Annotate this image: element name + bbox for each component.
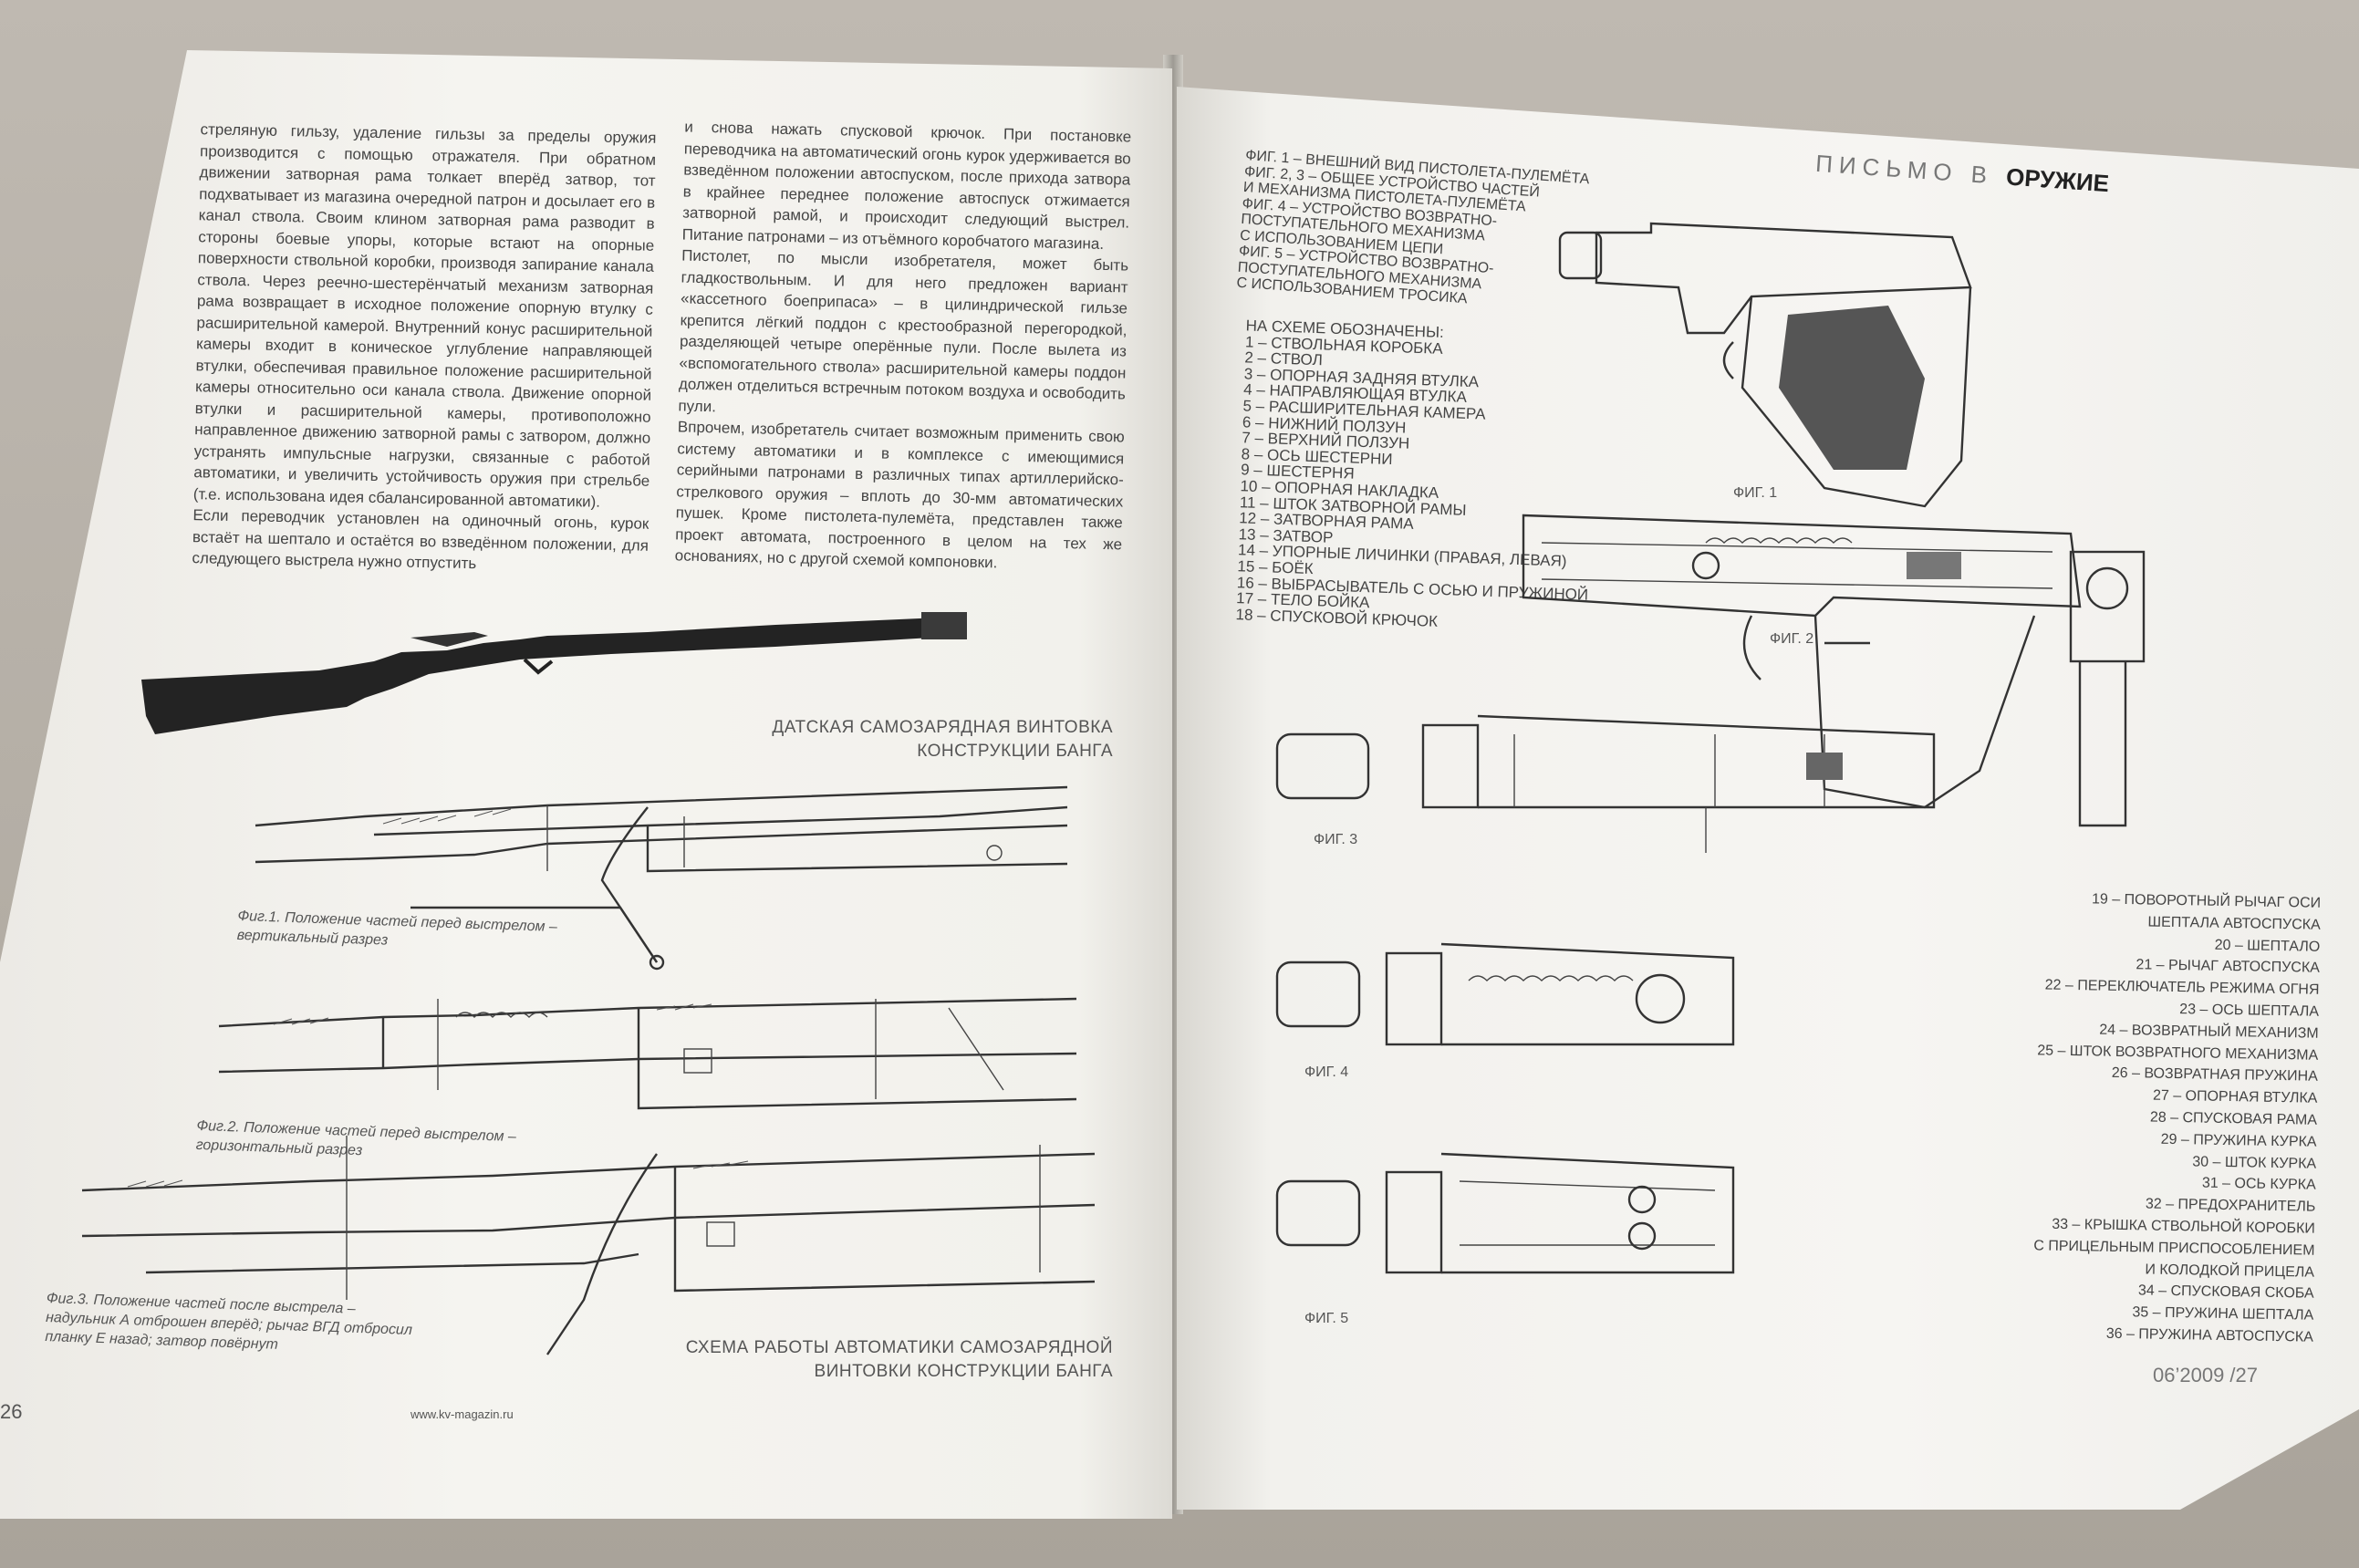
bang-fig1-drawing [255,785,1068,971]
fig5-label: ФИГ. 5 [1304,1311,1348,1326]
fig3-label: ФИГ. 3 [1314,832,1357,847]
rifle-caption: ДАТСКАЯ САМОЗАРЯДНАЯ ВИНТОВКА КОНСТРУКЦИ… [772,718,1113,761]
bang-fig2-drawing [218,997,1077,1110]
pistol-fig3-drawing: ФИГ. 3 [1275,714,1936,853]
fig1-label: ФИГ. 1 [1733,485,1777,501]
fig4-label: ФИГ. 4 [1304,1064,1348,1080]
bang-rifle-image [141,612,967,734]
left-page: стреляную гильзу, удаление гильзы за пре… [0,50,1172,1519]
right-column-text: и снова нажать спусковой крючок. При пос… [674,118,1132,572]
left-page-number: 26 [0,1400,23,1423]
pistol-fig1-drawing: ФИГ. 1 [1558,222,1972,508]
header-prefix: ПИСЬМО В [1814,149,1995,190]
section-header: ПИСЬМО В ОРУЖИЕ [1814,150,2110,198]
right-page-number: 06’2009 /27 [2153,1364,2258,1386]
bang-fig3-drawing [81,1136,1096,1355]
scheme-caption: СХЕМА РАБОТЫ АВТОМАТИКИ САМОЗАРЯДНОЙ ВИН… [685,1338,1113,1381]
brand-logo: ОРУЖИЕ [2005,162,2110,198]
fig2-label: ФИГ. 2 [1770,631,1813,647]
right-page: ПИСЬМО В ОРУЖИЕ ФИГ. 1 – ВНЕШНИЙ ВИД ПИС… [1177,87,2359,1510]
magazine-website: www.kv-magazin.ru [410,1407,514,1421]
figure-descriptions: ФИГ. 1 – ВНЕШНИЙ ВИД ПИСТОЛЕТА-ПУЛЕМЁТА … [1236,148,1590,307]
legend-right: 19 – ПОВОРОТНЫЙ РЫЧАГ ОСИ ШЕПТАЛА АВТОСП… [1921,886,2322,1348]
pistol-fig5-drawing: ФИГ. 5 [1275,1152,1735,1326]
pistol-fig4-drawing: ФИГ. 4 [1275,942,1735,1080]
left-column-text: стреляную гильзу, удаление гильзы за пре… [192,120,657,573]
